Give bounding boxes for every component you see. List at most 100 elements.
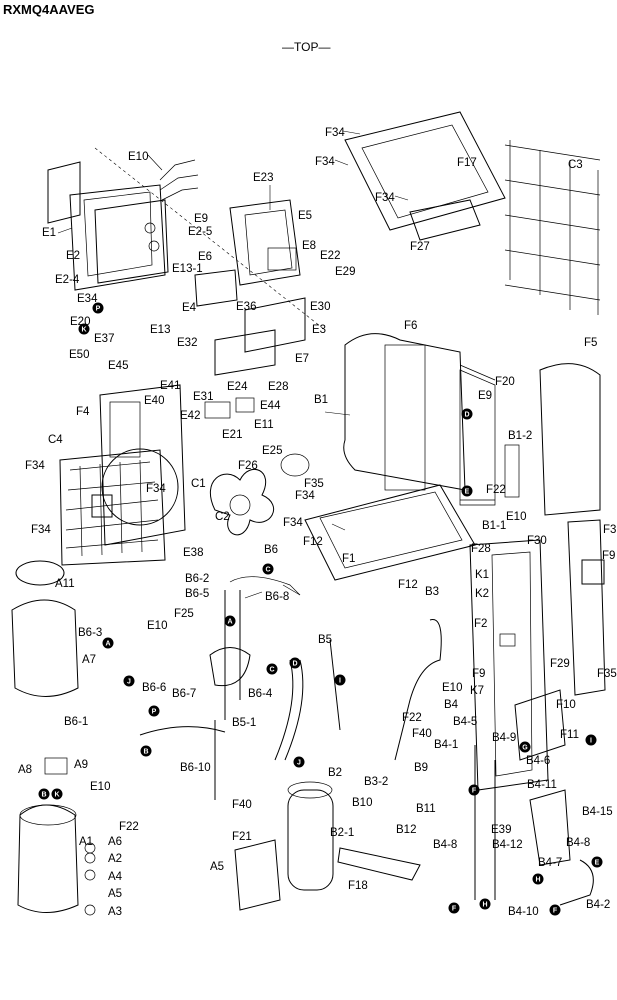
part-label: B4-12 (492, 839, 523, 851)
svg-text:C: C (269, 667, 274, 674)
connection-badge: E (591, 856, 603, 868)
part-label: F34 (375, 192, 395, 204)
part-label: F20 (495, 376, 515, 388)
part-label: E5 (298, 210, 312, 222)
svg-text:B: B (41, 792, 46, 799)
part-label: E10 (90, 781, 110, 793)
part-label: C1 (191, 478, 206, 490)
connection-badge: J (123, 675, 135, 687)
part-label: E36 (236, 301, 256, 313)
part-label: B4-6 (526, 755, 550, 767)
svg-text:C: C (265, 567, 270, 574)
part-label: B2-1 (330, 827, 354, 839)
part-label: F17 (457, 157, 477, 169)
part-label: E2 (66, 250, 80, 262)
part-label: B4-8 (433, 839, 457, 851)
part-label: E37 (94, 333, 114, 345)
part-label: E50 (69, 349, 89, 361)
part-label: F35 (304, 478, 324, 490)
part-label: A5 (210, 861, 224, 873)
part-label: B4-8 (566, 837, 590, 849)
part-label: F35 (597, 668, 617, 680)
connection-badge: I (334, 674, 346, 686)
part-label: F27 (410, 241, 430, 253)
part-label: E29 (335, 266, 355, 278)
part-label: F2 (474, 618, 487, 630)
part-label: E24 (227, 381, 248, 393)
part-label: F3 (603, 524, 616, 536)
connection-badges: P K D E C A C D I A J P B J F G I B K F … (38, 302, 603, 916)
part-label: E2-4 (55, 274, 80, 286)
part-label: E32 (177, 337, 197, 349)
part-label: F1 (342, 553, 355, 565)
part-label: B11 (416, 803, 436, 815)
connection-badge: K (78, 323, 90, 335)
part-label: E23 (253, 172, 273, 184)
svg-text:I: I (590, 738, 592, 745)
connection-badge: F (448, 902, 460, 914)
svg-text:E: E (595, 860, 600, 867)
part-label: E3 (312, 324, 326, 336)
svg-text:A: A (227, 619, 232, 626)
part-label: K7 (470, 685, 484, 697)
part-label: E9 (194, 213, 208, 225)
part-label: E13-1 (172, 263, 203, 275)
part-label: B6-8 (265, 591, 289, 603)
svg-text:K: K (81, 327, 86, 334)
part-label: B1-1 (482, 520, 506, 532)
part-label: F30 (527, 535, 547, 547)
part-label: E38 (183, 547, 203, 559)
part-label: E7 (295, 353, 309, 365)
svg-text:H: H (482, 902, 487, 909)
part-label: B4-2 (586, 899, 610, 911)
connection-badge: D (289, 657, 301, 669)
part-label: E25 (262, 445, 282, 457)
connection-badge: A (224, 615, 236, 627)
part-label: F12 (303, 536, 323, 548)
svg-text:K: K (54, 792, 59, 799)
part-label: A4 (108, 871, 123, 883)
part-label: F9 (472, 668, 485, 680)
part-label: E30 (310, 301, 330, 313)
part-label: A8 (18, 764, 32, 776)
connection-badge: P (92, 302, 104, 314)
svg-text:F: F (452, 906, 457, 913)
part-label: E39 (491, 824, 511, 836)
part-label: B4-11 (527, 779, 557, 791)
part-label: B5 (318, 634, 332, 646)
connection-badge: F (549, 904, 561, 916)
part-label: F34 (146, 483, 166, 495)
svg-text:H: H (535, 877, 540, 884)
connection-badge: H (532, 873, 544, 885)
part-label: E22 (320, 250, 340, 262)
part-label: A2 (108, 853, 122, 865)
part-label: F34 (315, 156, 335, 168)
part-label: E44 (260, 400, 281, 412)
part-label: F29 (550, 658, 570, 670)
part-label: K1 (475, 569, 489, 581)
part-label: B1 (314, 394, 328, 406)
svg-text:B: B (143, 749, 148, 756)
svg-text:F: F (472, 788, 477, 795)
part-label: E11 (254, 419, 274, 431)
part-label: F10 (556, 699, 576, 711)
part-label: E45 (108, 360, 128, 372)
part-label: F18 (348, 880, 368, 892)
model-number: RXMQ4AAVEG (3, 2, 95, 17)
part-label: E34 (77, 293, 98, 305)
part-label: F34 (295, 490, 315, 502)
part-label: E41 (160, 380, 180, 392)
part-label: E40 (144, 395, 164, 407)
svg-text:A: A (105, 641, 110, 648)
part-label: E10 (442, 682, 462, 694)
part-label: F9 (602, 550, 615, 562)
part-label: B4-1 (434, 739, 458, 751)
part-label: B5-1 (232, 717, 256, 729)
part-label: A3 (108, 906, 122, 918)
part-label: B9 (414, 762, 428, 774)
connection-badge: A (102, 637, 114, 649)
part-labels: F34 F34 F17 F34 F27 C3 E10 E23 E5 E1 E9 … (18, 127, 617, 918)
connection-badge: C (262, 563, 274, 575)
part-label: B3-2 (364, 776, 388, 788)
connection-badge: K (51, 788, 63, 800)
